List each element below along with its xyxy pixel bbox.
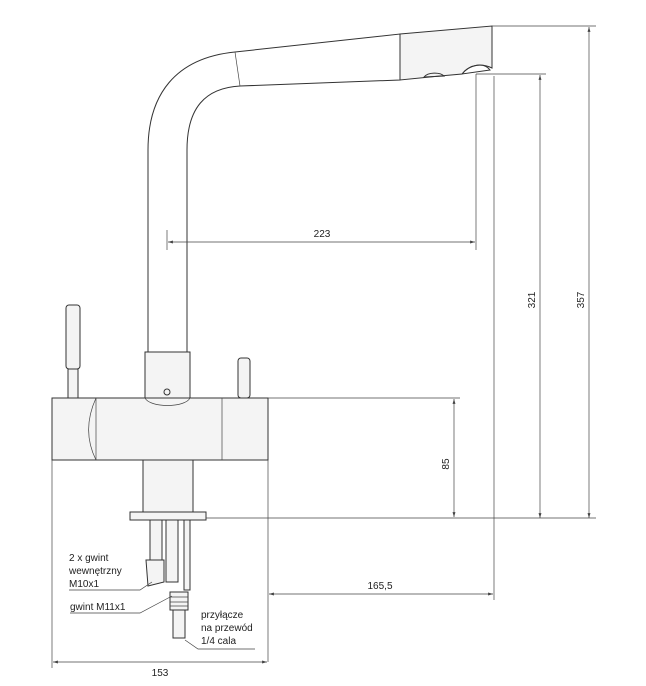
leader-inner-thread: [69, 581, 153, 591]
dim-label-1655: 165,5: [367, 581, 392, 592]
body-lever-curve: [88, 397, 97, 461]
callout-notes: 2 x gwint wewnętrzny M10x1 gwint M11x1 p…: [68, 553, 255, 650]
spout-column: [147, 33, 401, 352]
dimension-values: 223 321 357 85 165,5 153: [152, 229, 587, 679]
hose-fitting: [145, 559, 165, 587]
right-lever: [237, 357, 251, 399]
spout-seam: [234, 51, 241, 87]
connector-tip: [172, 609, 186, 639]
spout-nozzle: [422, 72, 446, 78]
supply-hose-right: [165, 519, 179, 583]
dim-label-223: 223: [314, 229, 331, 240]
note-connector-line3: 1/4 cala: [201, 636, 236, 647]
leader-outer-thread: [70, 595, 173, 614]
mounting-shank: [142, 459, 194, 513]
dim-label-357: 357: [576, 291, 587, 308]
body-collar-curve: [144, 397, 191, 406]
note-inner-thread-line3: M10x1: [69, 579, 99, 590]
dim-label-85: 85: [441, 458, 452, 470]
dimension-lines: [51, 25, 596, 668]
note-inner-thread-line1: 2 x gwint: [69, 553, 109, 564]
mounting-plate: [129, 511, 207, 521]
faucet-outline: [51, 25, 493, 639]
dim-label-321: 321: [527, 291, 538, 308]
note-outer-thread: gwint M11x1: [70, 602, 126, 613]
faucet-body: [51, 397, 269, 461]
leader-connector: [184, 639, 255, 650]
threaded-rod: [183, 519, 191, 591]
collar-screw: [163, 388, 171, 396]
note-connector-line2: na przewód: [201, 623, 253, 634]
left-lever: [65, 304, 81, 370]
spout-aerator: [460, 64, 491, 75]
note-inner-thread-line2: wewnętrzny: [68, 566, 122, 577]
connector-nut: [169, 591, 189, 611]
spout-collar: [144, 351, 191, 399]
left-lever-stem: [67, 368, 79, 400]
dim-label-153: 153: [152, 668, 169, 679]
note-connector-line1: przyłącze: [201, 610, 244, 621]
